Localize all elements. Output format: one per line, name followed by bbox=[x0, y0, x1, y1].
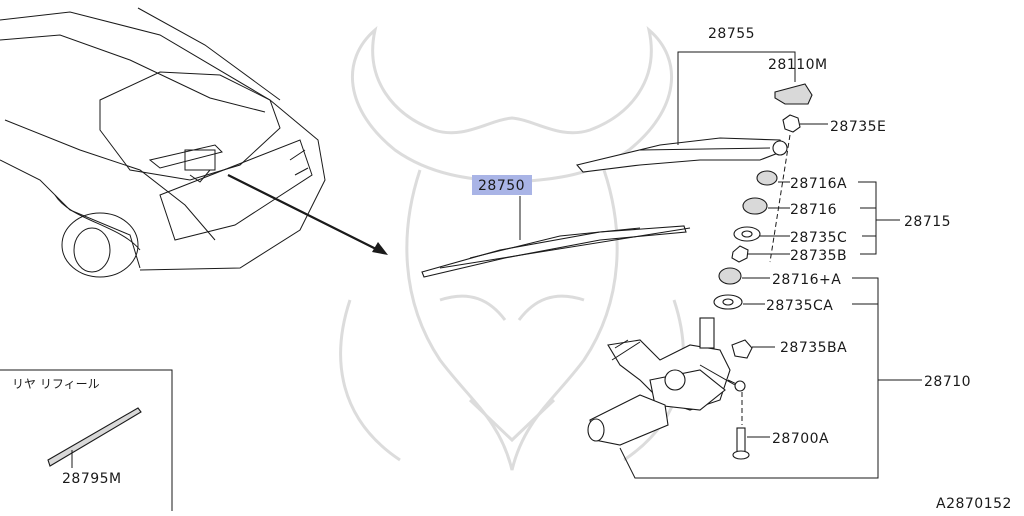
label-28715: 28715 bbox=[904, 214, 951, 230]
refill-inset: リヤ リフィール 28795M bbox=[0, 369, 173, 511]
label-28716: 28716 bbox=[790, 202, 837, 218]
label-28750: 28750 bbox=[478, 178, 525, 194]
callout-labels: 28750 28755 28110M 28735E 28716A 28716 2… bbox=[478, 26, 971, 447]
callout-highlight bbox=[472, 175, 532, 195]
figure-id: A2870152 bbox=[936, 496, 1012, 511]
label-28795m: 28795M bbox=[62, 471, 122, 487]
arm-cap-part bbox=[774, 83, 813, 105]
nut-part bbox=[782, 114, 828, 133]
inset-title: リヤ リフィール bbox=[12, 377, 100, 391]
wiper-motor-part bbox=[587, 317, 746, 446]
label-28735ca: 28735CA bbox=[766, 298, 833, 314]
label-28110m: 28110M bbox=[768, 57, 828, 73]
label-28716a: 28716A bbox=[790, 176, 847, 192]
leader-arrow bbox=[227, 174, 388, 255]
label-28735ba: 28735BA bbox=[780, 340, 847, 356]
car-rear-illustration bbox=[0, 7, 326, 278]
label-28735b: 28735B bbox=[790, 248, 847, 264]
label-28735e: 28735E bbox=[830, 119, 886, 135]
wiper-blade-part bbox=[421, 225, 691, 278]
clip-part bbox=[731, 339, 775, 359]
bolt-part bbox=[732, 427, 770, 460]
label-28716-plus-a: 28716+A bbox=[772, 272, 841, 288]
label-28710: 28710 bbox=[924, 374, 971, 390]
wiper-arm-part bbox=[575, 137, 788, 173]
label-28755: 28755 bbox=[708, 26, 755, 42]
label-28700a: 28700A bbox=[772, 431, 829, 447]
label-28735c: 28735C bbox=[790, 230, 847, 246]
bushing-stack bbox=[713, 170, 790, 310]
